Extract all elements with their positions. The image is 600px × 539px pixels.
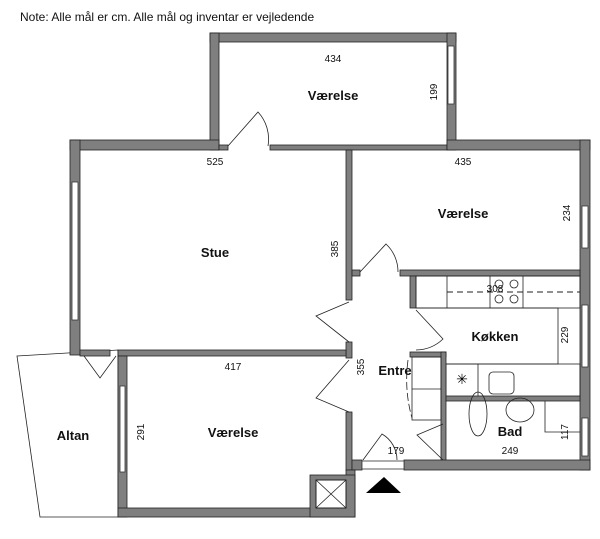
wall [345, 149, 353, 301]
closet-door [406, 359, 413, 419]
door-swing [359, 243, 399, 273]
wall [79, 349, 111, 357]
room-label: Værelse [208, 425, 259, 440]
door-swing [83, 355, 117, 379]
dimension-label: 525 [207, 157, 224, 168]
window [71, 181, 79, 321]
wall [117, 349, 347, 357]
window [447, 45, 455, 105]
dimension-label: 417 [225, 362, 242, 373]
shower [544, 401, 580, 433]
door-swing [415, 309, 444, 351]
sink-icon [488, 371, 515, 395]
window [581, 417, 589, 457]
wall [445, 395, 581, 402]
dimension-label: 308 [487, 284, 504, 295]
door-swing [227, 111, 269, 147]
wall [345, 341, 353, 359]
wall [269, 144, 448, 151]
wall [440, 351, 447, 465]
plan-note: Note: Alle mål er cm. Alle mål og invent… [20, 10, 315, 24]
entrance-arrow-icon [366, 477, 401, 493]
hob-icon [494, 294, 504, 304]
room-label: Entre [378, 363, 411, 378]
shaft-cross [315, 479, 347, 509]
window [581, 205, 589, 249]
dimension-label: 229 [560, 326, 571, 343]
room-label: Stue [201, 245, 229, 260]
dimension-label: 249 [502, 446, 519, 457]
door-swing [416, 423, 444, 461]
door-swing [315, 359, 350, 413]
hob-icon [509, 279, 519, 289]
wall [403, 459, 591, 471]
room-label: Værelse [308, 88, 359, 103]
wall [218, 144, 229, 151]
room-label: Bad [498, 424, 523, 439]
dimension-label: 199 [429, 83, 440, 100]
dimension-label: 355 [356, 358, 367, 375]
toilet-icon [468, 391, 488, 437]
asterisk-icon: ✳ [456, 371, 468, 387]
hob-icon [494, 279, 504, 289]
door-swing [315, 301, 350, 343]
wall [345, 411, 353, 471]
wall [209, 32, 220, 151]
room-label: Altan [57, 428, 90, 443]
wall [446, 139, 591, 151]
window [581, 304, 589, 368]
wall [351, 459, 363, 471]
room-label: Værelse [438, 206, 489, 221]
wall [69, 139, 220, 151]
washbasin-icon [505, 397, 535, 423]
door-swing [362, 433, 398, 461]
wall [399, 269, 581, 277]
entrance-door [361, 460, 405, 470]
dimension-label: 385 [330, 240, 341, 257]
wall [209, 32, 457, 43]
room-label: Køkken [472, 329, 519, 344]
dimension-label: 117 [560, 424, 571, 440]
dimension-label: 179 [388, 446, 405, 457]
closet [411, 356, 442, 421]
wall [351, 269, 361, 277]
dimension-label: 291 [136, 423, 147, 440]
dimension-label: 434 [325, 54, 342, 65]
hob-icon [509, 294, 519, 304]
wall [409, 275, 417, 309]
dimension-label: 234 [562, 204, 573, 221]
dimension-label: 435 [455, 157, 472, 168]
window [119, 385, 126, 473]
